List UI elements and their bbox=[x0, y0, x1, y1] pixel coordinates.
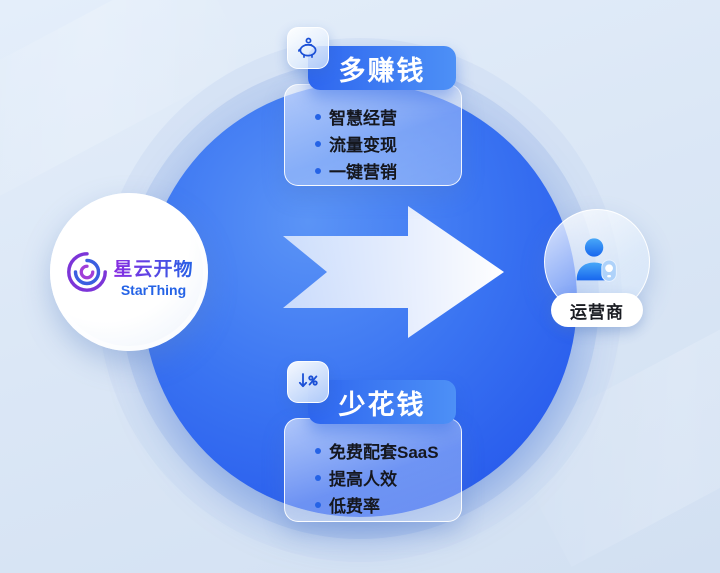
list-item-label: 一键营销 bbox=[329, 163, 397, 182]
list-item: 提高人效 bbox=[315, 464, 451, 491]
operator-label: 运营商 bbox=[551, 293, 643, 327]
top-card-title: 多赚钱 bbox=[308, 46, 456, 90]
starthing-logo-circle: 星云开物 StarThing bbox=[50, 193, 208, 351]
bullet-dot bbox=[315, 113, 321, 120]
logo-name-en: StarThing bbox=[120, 281, 187, 298]
bullet-dot bbox=[315, 167, 321, 174]
bullet-dot bbox=[315, 474, 321, 481]
bullet-dot bbox=[315, 501, 321, 508]
list-item: 低费率 bbox=[315, 491, 451, 518]
logo-name-cn: 星云开物 bbox=[113, 259, 194, 281]
list-item: 一键营销 bbox=[315, 157, 451, 184]
bottom-card-title: 少花钱 bbox=[308, 380, 456, 424]
list-item: 智慧经营 bbox=[315, 103, 451, 130]
starthing-swirl-icon bbox=[67, 252, 108, 292]
top-card: 智慧经营 流量变现 一键营销 bbox=[284, 84, 462, 186]
list-item-label: 低费率 bbox=[329, 497, 380, 516]
operator-person-icon bbox=[576, 238, 617, 282]
bullet-dot bbox=[315, 447, 321, 454]
list-item-label: 提高人效 bbox=[329, 470, 397, 489]
bottom-card: 免费配套SaaS 提高人效 低费率 bbox=[284, 418, 462, 522]
list-item-label: 智慧经营 bbox=[329, 109, 397, 128]
list-item: 流量变现 bbox=[315, 130, 451, 157]
list-item-label: 流量变现 bbox=[329, 136, 397, 155]
starthing-logo-text: 星云开物 StarThing bbox=[113, 260, 193, 298]
list-item: 免费配套SaaS bbox=[315, 437, 451, 464]
operator-label-text: 运营商 bbox=[570, 302, 624, 322]
discount-down-icon bbox=[287, 361, 329, 403]
piggy-bank-icon bbox=[287, 27, 329, 69]
bullet-dot bbox=[315, 140, 321, 147]
list-item-label: 免费配套SaaS bbox=[329, 443, 439, 462]
